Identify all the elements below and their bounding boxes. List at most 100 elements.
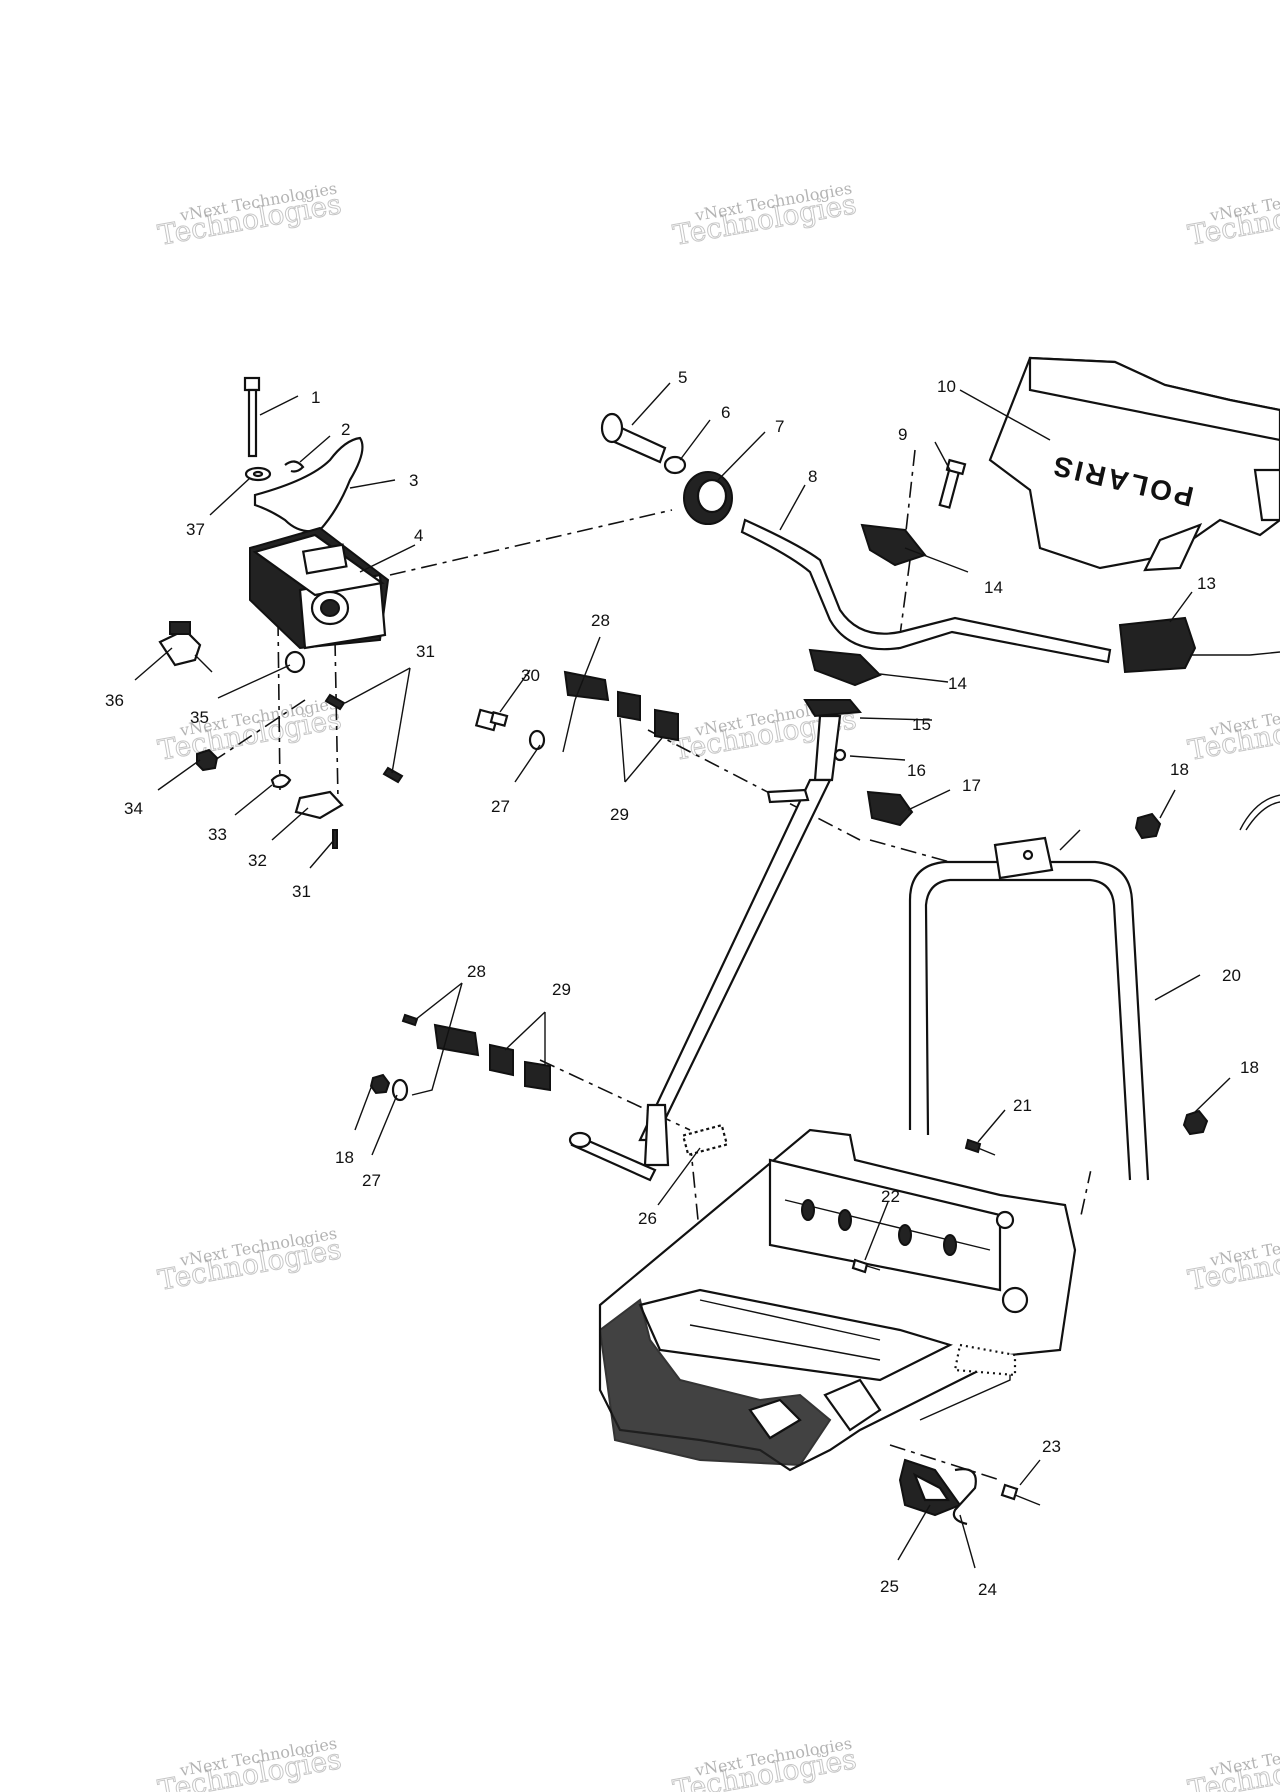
part-clip-2 xyxy=(284,460,305,473)
watermark: Technologies vNext Technologies xyxy=(670,1734,859,1792)
callout-label: 21 xyxy=(1013,1096,1032,1115)
callout-label: 2 xyxy=(341,420,350,439)
callout-label: 14 xyxy=(948,674,967,693)
part-bushing-6 xyxy=(663,455,687,475)
callout-label: 27 xyxy=(491,797,510,816)
callout-label: 9 xyxy=(898,425,907,444)
part-bolt-30 xyxy=(474,708,509,732)
watermark: Technologies vNext Technologies xyxy=(670,179,859,253)
watermark: Technologies vNext Technologies xyxy=(1185,694,1280,768)
part-bolt-22 xyxy=(851,1258,881,1274)
part-washer-27a xyxy=(528,729,546,751)
callout-label: 31 xyxy=(416,642,435,661)
callout-labels: 1 2 3 37 4 36 35 31 34 33 32 31 5 6 7 8 … xyxy=(105,368,1259,1599)
part-housing-4 xyxy=(249,526,390,650)
callout-label: 18 xyxy=(335,1148,354,1167)
part-bolt-21 xyxy=(964,1138,996,1156)
callout-label: 34 xyxy=(124,799,143,818)
callout-label: 23 xyxy=(1042,1437,1061,1456)
callout-label: 4 xyxy=(414,526,423,545)
callout-label: 17 xyxy=(962,776,981,795)
part-washer-37 xyxy=(244,466,272,482)
callout-label: 7 xyxy=(775,417,784,436)
callout-label: 18 xyxy=(1240,1058,1259,1077)
part-cup-25 xyxy=(898,1458,962,1517)
callout-label: 33 xyxy=(208,825,227,844)
callout-label: 29 xyxy=(610,805,629,824)
callout-label: 27 xyxy=(362,1171,381,1190)
callout-label: 8 xyxy=(808,467,817,486)
part-clamp-14a xyxy=(860,523,927,567)
part-control-13 xyxy=(1118,616,1280,674)
part-screw-28b xyxy=(401,1013,419,1027)
part-bracket-17 xyxy=(866,790,914,827)
part-handlebar-8 xyxy=(740,518,1112,664)
part-nut-18c xyxy=(1182,1109,1209,1136)
part-bushing-29a xyxy=(617,690,641,722)
watermark: Technologies vNext Technologies xyxy=(155,1734,344,1792)
callout-label: 18 xyxy=(1170,760,1189,779)
part-screw-31a xyxy=(324,693,346,711)
part-fitting-23 xyxy=(1000,1483,1041,1506)
callout-label: 30 xyxy=(521,666,540,685)
part-cable-partial xyxy=(1239,794,1280,831)
callout-label: 26 xyxy=(638,1209,657,1228)
callout-label: 37 xyxy=(186,520,205,539)
part-screw-31b xyxy=(382,766,404,784)
callout-label: 3 xyxy=(409,471,418,490)
part-bushing-16 xyxy=(833,748,847,762)
callout-label: 14 xyxy=(984,578,1003,597)
part-bushing-29b xyxy=(654,708,679,742)
callout-label: 28 xyxy=(591,611,610,630)
part-bolt-9 xyxy=(938,458,967,509)
callout-label: 24 xyxy=(978,1580,997,1599)
callout-label: 22 xyxy=(881,1187,900,1206)
part-bushing-29d xyxy=(524,1060,551,1092)
part-clip-24 xyxy=(952,1468,977,1526)
callout-label: 32 xyxy=(248,851,267,870)
callout-label: 16 xyxy=(907,761,926,780)
callout-label: 25 xyxy=(880,1577,899,1596)
callout-label: 31 xyxy=(292,882,311,901)
watermark: Technologies vNext Technologies xyxy=(155,694,344,768)
part-block-28b xyxy=(433,1023,480,1057)
part-clip-33 xyxy=(270,773,292,789)
callout-label: 1 xyxy=(311,388,320,407)
leader-lines xyxy=(134,382,1231,1569)
part-steering-arm-26 xyxy=(568,1103,729,1182)
part-grip-5 xyxy=(600,412,667,464)
part-knob-36 xyxy=(158,621,213,673)
part-washer-35 xyxy=(284,650,306,674)
part-steering-loop-20 xyxy=(908,829,1150,1181)
callout-label: 13 xyxy=(1197,574,1216,593)
callout-label: 10 xyxy=(937,377,956,396)
part-throttle-7 xyxy=(683,471,733,525)
callout-label: 15 xyxy=(912,715,931,734)
part-steering-arm-3 xyxy=(253,436,364,533)
part-clamp-14b xyxy=(808,648,882,687)
part-hood-10: POLARIS xyxy=(988,356,1280,572)
callout-label: 35 xyxy=(190,708,209,727)
callout-label: 6 xyxy=(721,403,730,422)
watermark: Technologies vNext Technologies xyxy=(155,179,344,253)
part-bolt-1 xyxy=(243,376,261,458)
callout-label: 29 xyxy=(552,980,571,999)
part-steering-post-15 xyxy=(638,699,862,1142)
part-plate-32 xyxy=(294,790,344,820)
callout-label: 20 xyxy=(1222,966,1241,985)
watermark: Technologies vNext Technologies xyxy=(1185,1224,1280,1298)
callout-label: 28 xyxy=(467,962,486,981)
part-nut-18b xyxy=(369,1073,391,1095)
part-bushing-29c xyxy=(489,1043,514,1077)
part-chassis-bulkhead xyxy=(598,1128,1077,1472)
watermark: Technologies vNext Technologies xyxy=(155,1224,344,1298)
part-block-28a xyxy=(563,670,610,702)
part-nut-18a xyxy=(1134,812,1162,840)
part-nut-34 xyxy=(196,748,219,772)
callout-label: 36 xyxy=(105,691,124,710)
part-washer-27b xyxy=(391,1078,409,1102)
watermark: Technologies vNext Technologies xyxy=(1185,179,1280,253)
watermark: Technologies vNext Technologies xyxy=(1185,1734,1280,1792)
callout-label: 5 xyxy=(678,368,687,387)
